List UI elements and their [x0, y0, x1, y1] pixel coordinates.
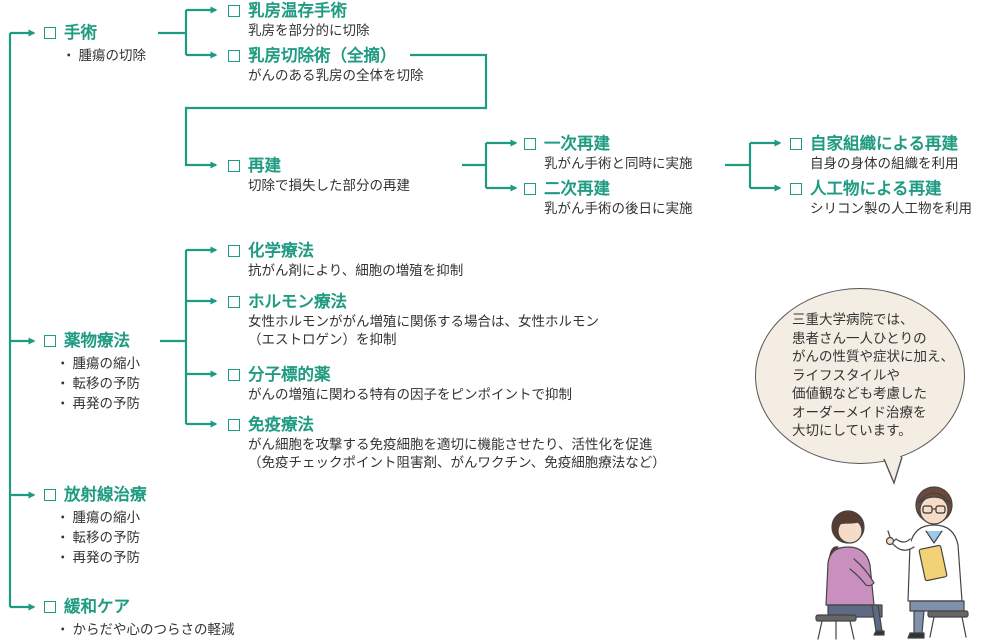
node-primary-reconstruction: 一次再建 乳がん手術と同時に実施: [524, 133, 693, 173]
checkbox-outline-icon: [44, 489, 56, 501]
surgery-title: 手術: [64, 23, 97, 42]
node-mastectomy: 乳房切除術（全摘） がんのある乳房の全体を切除: [228, 45, 424, 85]
speech-bubble: [755, 288, 965, 464]
list-item: ・再発の予防: [56, 550, 140, 566]
patient-figure: [815, 510, 885, 640]
list-item: ・転移の予防: [56, 376, 140, 392]
node-chemotherapy: 化学療法 抗がん剤により、細胞の増殖を抑制: [228, 240, 463, 280]
checkbox-outline-icon: [228, 369, 240, 381]
list-item: ・からだや心のつらさの軽減: [56, 622, 235, 638]
checkbox-outline-icon: [228, 160, 240, 172]
checkbox-outline-icon: [228, 50, 240, 62]
checkbox-outline-icon: [44, 335, 56, 347]
checkbox-outline-icon: [44, 27, 56, 39]
checkbox-outline-icon: [790, 138, 802, 150]
list-item: ・腫瘍の縮小: [56, 356, 140, 372]
checkbox-outline-icon: [524, 183, 536, 195]
node-immunotherapy: 免疫療法 がん細胞を攻撃する免疫細胞を適切に機能させたり、活性化を促進 （免疫チ…: [228, 414, 666, 472]
list-item: ・腫瘍の縮小: [56, 510, 140, 526]
list-item: ・腫瘍の切除: [62, 48, 146, 64]
node-hormone-therapy: ホルモン療法 女性ホルモンががん増殖に関係する場合は、女性ホルモン （エストロゲ…: [228, 291, 599, 349]
list-item: ・転移の予防: [56, 530, 140, 546]
radiation-title: 放射線治療: [64, 485, 147, 504]
speech-bubble-tail: [883, 455, 903, 486]
speech-bubble-text: 三重大学病院では、 患者さん一人ひとりの がんの性質や症状に加え、 ライフスタイ…: [792, 312, 954, 439]
checkbox-outline-icon: [228, 419, 240, 431]
node-targeted-therapy: 分子標的薬 がんの増殖に関わる特有の因子をピンポイントで抑制: [228, 364, 572, 404]
checkbox-outline-icon: [228, 5, 240, 17]
checkbox-outline-icon: [524, 138, 536, 150]
node-surgery: 手術 ・腫瘍の切除: [44, 22, 146, 66]
node-breast-conserving: 乳房温存手術 乳房を部分的に切除: [228, 0, 370, 40]
node-secondary-reconstruction: 二次再建 乳がん手術の後日に実施: [524, 178, 693, 218]
node-radiation: 放射線治療 ・腫瘍の縮小 ・転移の予防 ・再発の予防: [44, 484, 147, 568]
list-item: ・再発の予防: [56, 396, 140, 412]
patient-and-doctor-illustration: [815, 486, 969, 640]
node-reconstruction: 再建 切除で損失した部分の再建: [228, 155, 410, 195]
drug-title: 薬物療法: [64, 331, 130, 350]
node-implant: 人工物による再建 シリコン製の人工物を利用: [790, 178, 972, 218]
node-autologous: 自家組織による再建 自身の身体の組織を利用: [790, 133, 959, 173]
checkbox-outline-icon: [790, 183, 802, 195]
checkbox-outline-icon: [44, 601, 56, 613]
node-palliative: 緩和ケア ・からだや心のつらさの軽減: [44, 596, 235, 640]
node-drug-therapy: 薬物療法 ・腫瘍の縮小 ・転移の予防 ・再発の予防: [44, 330, 140, 414]
doctor-figure: [885, 486, 969, 639]
checkbox-outline-icon: [228, 296, 240, 308]
palliative-title: 緩和ケア: [64, 597, 130, 616]
checkbox-outline-icon: [228, 245, 240, 257]
mastectomy-to-reconstruction: [184, 53, 488, 169]
